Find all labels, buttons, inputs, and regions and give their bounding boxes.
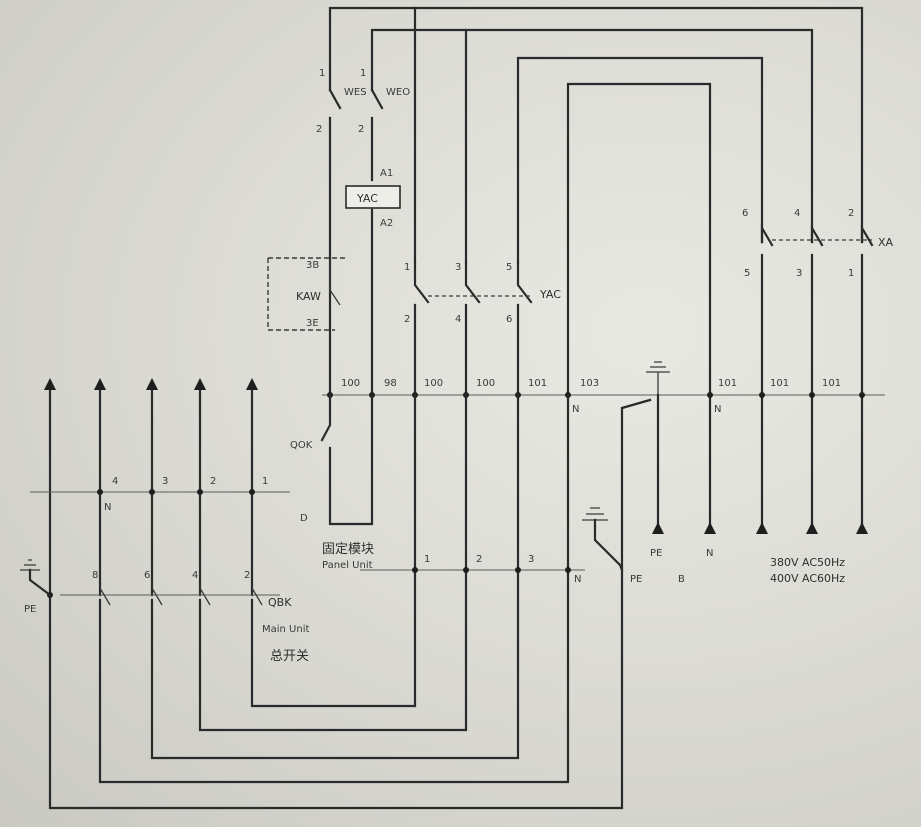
panel-label-en: Panel Unit <box>322 560 373 571</box>
yac-bottom-pin: 4 <box>455 314 461 325</box>
supply-arrows: PE N 380V AC50Hz 400V AC60Hz <box>650 522 868 585</box>
main-label-en: Main Unit <box>262 624 309 635</box>
d-row-pin: 4 <box>112 476 118 487</box>
terminal-label: 103 <box>580 378 599 389</box>
yac-bottom-pin: 6 <box>506 314 512 325</box>
top-loops <box>328 6 864 532</box>
top-contact-pin: 1 <box>319 68 325 79</box>
terminal-n-label: N <box>714 404 721 415</box>
kaw-relay: 3B KAW 3E <box>267 257 345 331</box>
xa-bottom-pin: 3 <box>796 268 802 279</box>
main-pin: 2 <box>244 570 250 581</box>
terminal-label: 101 <box>528 378 547 389</box>
terminal-label: 101 <box>770 378 789 389</box>
supply-n-label: N <box>706 548 713 559</box>
yac-coil: YAC A1 A2 <box>345 168 401 229</box>
top-contact-pin: 1 <box>360 68 366 79</box>
ground-switch-upper <box>620 361 670 532</box>
d-row-pin: 1 <box>262 476 268 487</box>
yac-top-pin: 5 <box>506 262 512 273</box>
xa-top-pin: 2 <box>848 208 854 219</box>
yac-pin-a2: A2 <box>380 218 393 229</box>
terminal-label: 101 <box>718 378 737 389</box>
pe-label: PE <box>630 574 642 585</box>
d-row-n: N <box>104 502 111 513</box>
main-switch: 8 6 4 2 QBK Main Unit 总开关 PE <box>20 559 309 664</box>
main-pin: 4 <box>192 570 198 581</box>
top-contact-group: 1 1 2 2 WES WEO <box>316 68 410 397</box>
terminal-label: 100 <box>424 378 443 389</box>
row-pin: 1 <box>424 554 430 565</box>
yac-coil-box <box>345 185 401 209</box>
row-pin: 3 <box>528 554 534 565</box>
main-label-cn: 总开关 <box>270 649 309 664</box>
kaw-pin: 3E <box>306 318 319 329</box>
row-pin: N <box>574 574 581 585</box>
weo-label: WEO <box>386 87 410 98</box>
terminal-label: 101 <box>822 378 841 389</box>
panel-label-cn: 固定模块 <box>322 542 374 557</box>
qok-switch: QOK D <box>290 393 374 526</box>
main-pe-label: PE <box>24 604 36 615</box>
left-section: 4 3 2 1 N <box>30 378 290 597</box>
yac-top-pin: 1 <box>404 262 410 273</box>
kaw-label: KAW <box>296 290 321 303</box>
terminal-row-upper: 100 98 100 100 101 103 N N 101 101 101 <box>322 378 885 415</box>
main-pin: 8 <box>92 570 98 581</box>
terminal-label: 100 <box>476 378 495 389</box>
terminal-n-label: N <box>572 404 579 415</box>
d-row-pin: 3 <box>162 476 168 487</box>
row-pin: 2 <box>476 554 482 565</box>
top-contact-pin: 2 <box>358 124 364 135</box>
yac-contactor: 1 3 5 2 4 6 YAC <box>404 260 561 397</box>
yac-coil-label: YAC <box>356 192 378 205</box>
qok-label: QOK <box>290 440 313 451</box>
supply-pe-label: PE <box>650 548 662 559</box>
yac-bottom-pin: 2 <box>404 314 410 325</box>
supply-line2: 400V AC60Hz <box>770 572 845 585</box>
xa-switch: 6 4 2 5 3 1 XA <box>742 208 894 532</box>
xa-top-pin: 4 <box>794 208 800 219</box>
main-switch-label: QBK <box>268 596 292 609</box>
panel-unit-label: 固定模块 Panel Unit <box>322 542 374 571</box>
yac-top-pin: 3 <box>455 262 461 273</box>
supply-line1: 380V AC50Hz <box>770 556 845 569</box>
lower-wires: 1 2 3 N <box>360 393 585 585</box>
lower-right-ground: PE B <box>582 507 685 585</box>
kaw-pin: 3B <box>306 260 319 271</box>
top-contact-pin: 2 <box>316 124 322 135</box>
d-row-pin: 2 <box>210 476 216 487</box>
xa-bottom-pin: 1 <box>848 268 854 279</box>
xa-label: XA <box>878 236 894 249</box>
b-label: B <box>678 574 685 585</box>
xa-top-pin: 6 <box>742 208 748 219</box>
terminal-label: 98 <box>384 378 397 389</box>
terminal-label: 100 <box>341 378 360 389</box>
wes-label: WES <box>344 87 367 98</box>
xa-bottom-pin: 5 <box>744 268 750 279</box>
yac-pin-a1: A1 <box>380 168 393 179</box>
d-label: D <box>300 513 308 524</box>
main-pin: 6 <box>144 570 150 581</box>
return-loops <box>48 398 652 810</box>
yac-contactor-label: YAC <box>539 288 561 301</box>
